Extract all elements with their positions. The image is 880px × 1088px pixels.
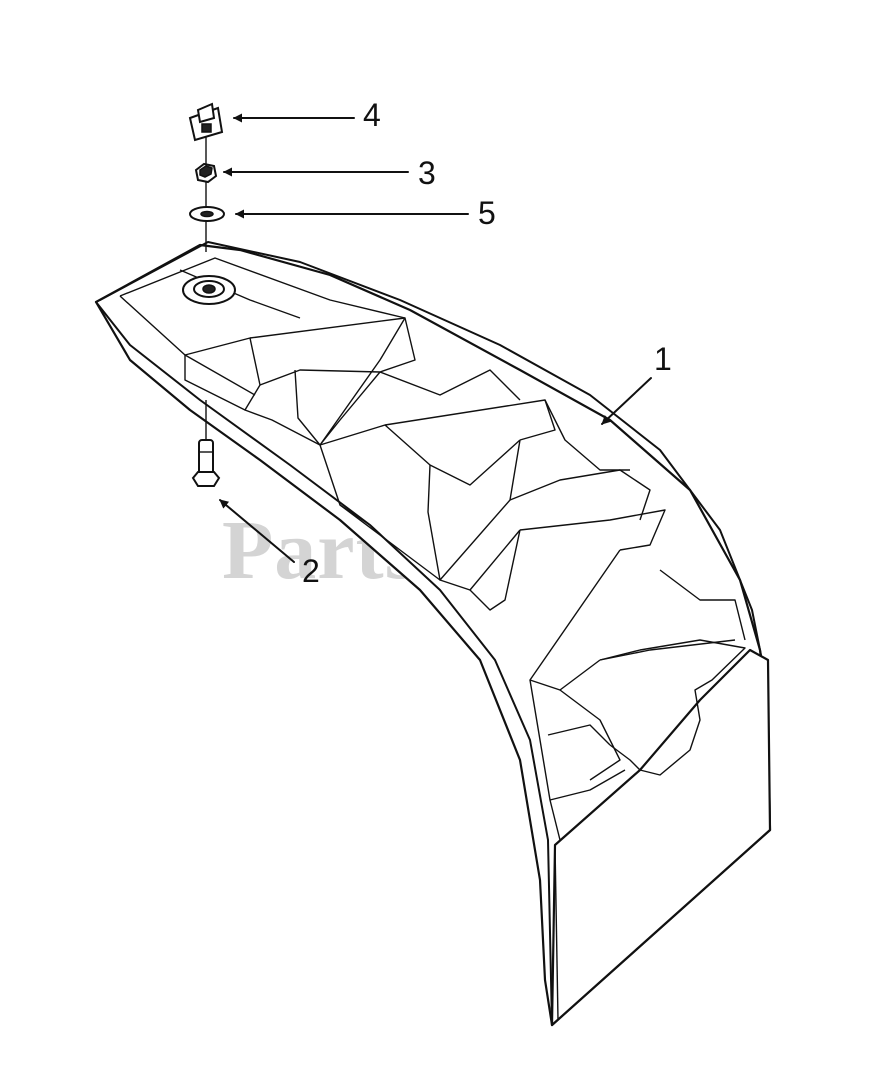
callout-4: 4 <box>363 97 381 133</box>
clip-nut-part-4 <box>188 102 224 142</box>
callout-2: 2 <box>302 553 320 589</box>
washer-part-5 <box>189 206 225 222</box>
hex-nut-part-3 <box>194 162 218 184</box>
leader-line-2 <box>219 499 295 563</box>
bolt-part-2 <box>191 439 221 487</box>
callout-1: 1 <box>654 341 672 377</box>
leader-line-1 <box>601 377 652 425</box>
callout-5: 5 <box>478 195 496 231</box>
deflector-part-1 <box>94 241 772 1027</box>
callout-3: 3 <box>418 155 436 191</box>
